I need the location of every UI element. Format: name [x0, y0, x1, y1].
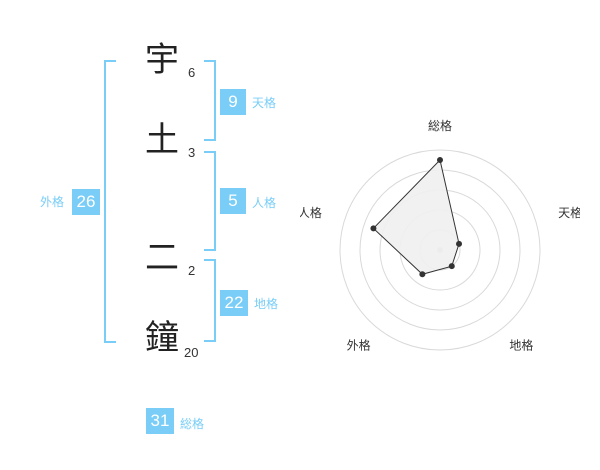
jinkaku-bracket [204, 151, 216, 251]
radar-axis-label: 外格 [347, 337, 371, 352]
tenkaku-bracket [204, 60, 216, 141]
chikaku-label: 地格 [254, 297, 279, 311]
stroke-count-4: 20 [184, 345, 199, 360]
gaikaku-bracket [104, 60, 116, 343]
gaikaku-label: 外格 [40, 195, 65, 209]
radar-point-3 [448, 263, 455, 270]
radar-point-2 [456, 240, 463, 247]
stroke-count-1: 6 [188, 65, 196, 80]
radar-axis-label: 総格 [428, 118, 452, 133]
name-char-4: 鐘 [145, 318, 179, 358]
gaikaku-badge: 26 [72, 189, 100, 215]
tenkaku-badge: 9 [220, 89, 246, 115]
stroke-count-3: 2 [188, 263, 196, 278]
radar-area [372, 158, 460, 275]
radar-point-1 [437, 157, 443, 163]
soukaku-label: 総格 [180, 417, 205, 431]
tenkaku-label: 天格 [252, 96, 277, 110]
radar-axis-label: 人格 [300, 205, 322, 220]
jinkaku-badge: 5 [220, 188, 246, 214]
name-char-1: 宇 [145, 40, 179, 80]
jinkaku-label: 人格 [252, 196, 277, 210]
name-char-3: 二 [145, 238, 179, 278]
chikaku-bracket [204, 259, 216, 342]
radar-axis-label: 天格 [558, 205, 580, 220]
stroke-count-2: 3 [188, 145, 196, 160]
radar-point-5 [370, 225, 377, 232]
soukaku-badge: 31 [146, 408, 174, 434]
name-char-2: 土 [145, 120, 179, 160]
radar-point-4 [419, 271, 426, 278]
radar-axis-label: 地格 [509, 337, 533, 352]
chikaku-badge: 22 [220, 290, 248, 316]
radar-ring [339, 149, 541, 351]
